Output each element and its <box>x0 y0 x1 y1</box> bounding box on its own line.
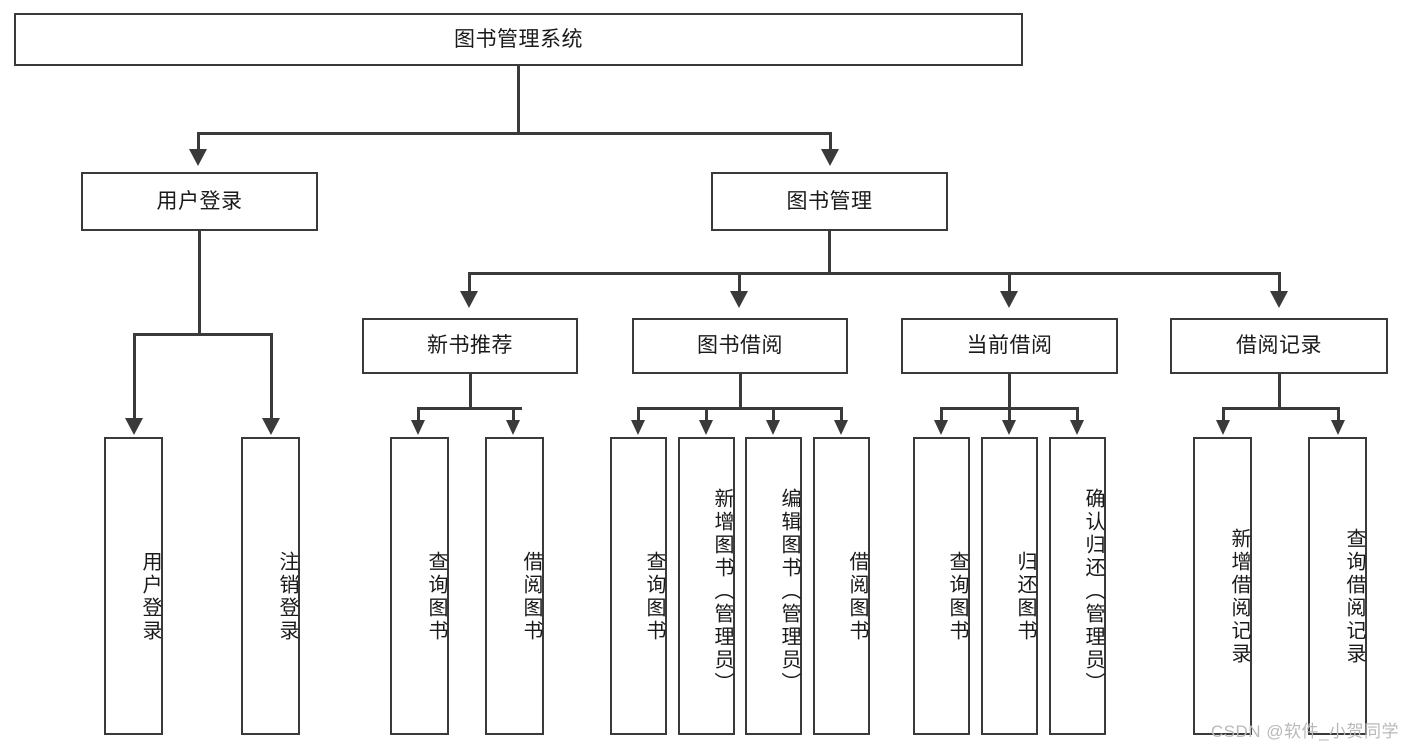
arrow-borrow-leaf-4 <box>834 420 848 435</box>
csdn-watermark: CSDN @软件_小贺同学 <box>1210 722 1399 741</box>
leaf-current-confirm-return-admin[interactable]: 确认归还（管理员） <box>1049 437 1106 735</box>
leaf-current-query-book[interactable]: 查询图书 <box>913 437 970 735</box>
leaf-borrow-edit-book-admin[interactable]: 编辑图书（管理员） <box>745 437 802 735</box>
connector-book-mgmt-stem <box>828 231 831 275</box>
node-book-borrow[interactable]: 图书借阅 <box>632 318 848 374</box>
arrow-user-login-leaf-1 <box>125 418 143 435</box>
connector-user-login-bus <box>133 333 270 336</box>
connector-user-login-leaf-1 <box>133 333 136 419</box>
connector-recommend-stem <box>469 374 472 410</box>
arrow-borrow-leaf-3 <box>766 420 780 435</box>
arrow-book-mgmt-child-1 <box>460 291 478 308</box>
arrow-recommend-leaf-1 <box>411 420 425 435</box>
arrow-root-to-user-login <box>189 149 207 166</box>
connector-book-mgmt-child-3 <box>1008 272 1011 292</box>
connector-borrow-leaf-4 <box>840 407 843 421</box>
connector-book-mgmt-child-4 <box>1278 272 1281 292</box>
arrow-record-leaf-1 <box>1216 420 1230 435</box>
connector-user-login-stem <box>198 231 201 336</box>
arrow-current-leaf-3 <box>1070 420 1084 435</box>
leaf-user-login-login[interactable]: 用户登录 <box>104 437 163 735</box>
connector-recommend-bus <box>417 407 522 410</box>
connector-current-leaf-1 <box>940 407 943 421</box>
arrow-book-mgmt-child-3 <box>1000 291 1018 308</box>
connector-root-to-user-login <box>197 132 200 150</box>
arrow-record-leaf-2 <box>1331 420 1345 435</box>
connector-book-mgmt-bus <box>468 272 1280 275</box>
connector-current-leaf-2 <box>1008 407 1011 421</box>
arrow-borrow-leaf-2 <box>699 420 713 435</box>
arrow-book-mgmt-child-4 <box>1270 291 1288 308</box>
connector-current-stem <box>1008 374 1011 410</box>
connector-borrow-leaf-1 <box>637 407 640 421</box>
arrow-user-login-leaf-2 <box>262 418 280 435</box>
connector-record-stem <box>1278 374 1281 410</box>
leaf-borrow-borrow-book[interactable]: 借阅图书 <box>813 437 870 735</box>
arrow-borrow-leaf-1 <box>631 420 645 435</box>
connector-root-to-book-mgmt <box>829 132 832 150</box>
connector-borrow-bus <box>637 407 842 410</box>
leaf-recommend-query-book[interactable]: 查询图书 <box>390 437 449 735</box>
connector-current-leaf-3 <box>1076 407 1079 421</box>
arrow-root-to-book-mgmt <box>821 149 839 166</box>
arrow-current-leaf-2 <box>1002 420 1016 435</box>
arrow-book-mgmt-child-2 <box>730 291 748 308</box>
connector-record-leaf-1 <box>1222 407 1225 421</box>
connector-recommend-leaf-1 <box>417 407 420 421</box>
connector-borrow-stem <box>739 374 742 410</box>
node-new-book-recommend[interactable]: 新书推荐 <box>362 318 578 374</box>
node-root-system[interactable]: 图书管理系统 <box>14 13 1023 66</box>
connector-user-login-leaf-2 <box>270 333 273 419</box>
leaf-user-login-logout[interactable]: 注销登录 <box>241 437 300 735</box>
node-borrow-record[interactable]: 借阅记录 <box>1170 318 1388 374</box>
leaf-borrow-add-book-admin[interactable]: 新增图书（管理员） <box>678 437 735 735</box>
connector-root-bus <box>197 132 831 135</box>
connector-book-mgmt-child-1 <box>468 272 471 292</box>
node-current-borrow[interactable]: 当前借阅 <box>901 318 1118 374</box>
leaf-record-query-record[interactable]: 查询借阅记录 <box>1308 437 1367 735</box>
connector-borrow-leaf-3 <box>772 407 775 421</box>
connector-recommend-leaf-2 <box>512 407 515 421</box>
leaf-recommend-borrow-book[interactable]: 借阅图书 <box>485 437 544 735</box>
leaf-record-add-record[interactable]: 新增借阅记录 <box>1193 437 1252 735</box>
connector-book-mgmt-child-2 <box>738 272 741 292</box>
node-book-management[interactable]: 图书管理 <box>711 172 948 231</box>
connector-record-bus <box>1222 407 1337 410</box>
arrow-recommend-leaf-2 <box>506 420 520 435</box>
leaf-borrow-query-book[interactable]: 查询图书 <box>610 437 667 735</box>
leaf-current-return-book[interactable]: 归还图书 <box>981 437 1038 735</box>
node-user-login[interactable]: 用户登录 <box>81 172 318 231</box>
connector-root-stem <box>517 66 520 134</box>
arrow-current-leaf-1 <box>934 420 948 435</box>
connector-borrow-leaf-2 <box>705 407 708 421</box>
connector-record-leaf-2 <box>1337 407 1340 421</box>
